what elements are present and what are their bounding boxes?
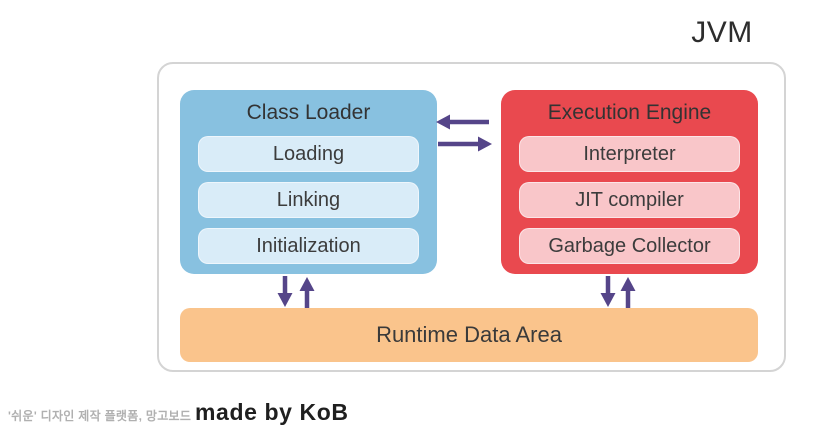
loader-runtime-arrows-icon [277, 276, 315, 308]
up-arrow-icon [620, 277, 636, 308]
class-loader-items: Loading Linking Initialization [180, 136, 437, 264]
bidirectional-arrows-icon [436, 114, 492, 152]
class-loader-item-linking: Linking [198, 182, 419, 218]
right-arrow-icon [438, 136, 492, 152]
runtime-data-area-label: Runtime Data Area [376, 322, 562, 347]
diagram-title: JVM [691, 16, 753, 49]
class-loader-item-loading: Loading [198, 136, 419, 172]
execution-engine-item-garbage-collector: Garbage Collector [519, 228, 740, 264]
up-arrow-icon [299, 277, 315, 308]
class-loader-item-initialization: Initialization [198, 228, 419, 264]
class-loader-title: Class Loader [246, 101, 371, 124]
execution-engine-items: Interpreter JIT compiler Garbage Collect… [501, 136, 758, 264]
execution-engine-item-jit-compiler: JIT compiler [519, 182, 740, 218]
down-arrow-icon [277, 276, 293, 307]
engine-runtime-arrows-icon [600, 276, 636, 308]
execution-engine-item-interpreter: Interpreter [519, 136, 740, 172]
execution-engine-title: Execution Engine [547, 101, 712, 124]
execution-engine-box: Execution Engine Interpreter JIT compile… [501, 90, 758, 274]
runtime-data-area-box: Runtime Data Area [180, 308, 758, 362]
class-loader-box: Class Loader Loading Linking Initializat… [180, 90, 437, 274]
credit-text: made by KoB [195, 399, 349, 425]
watermark-text: '쉬운' 디자인 제작 플랫폼, 망고보드 [8, 409, 192, 423]
left-arrow-icon [436, 114, 489, 130]
down-arrow-icon [600, 276, 616, 307]
